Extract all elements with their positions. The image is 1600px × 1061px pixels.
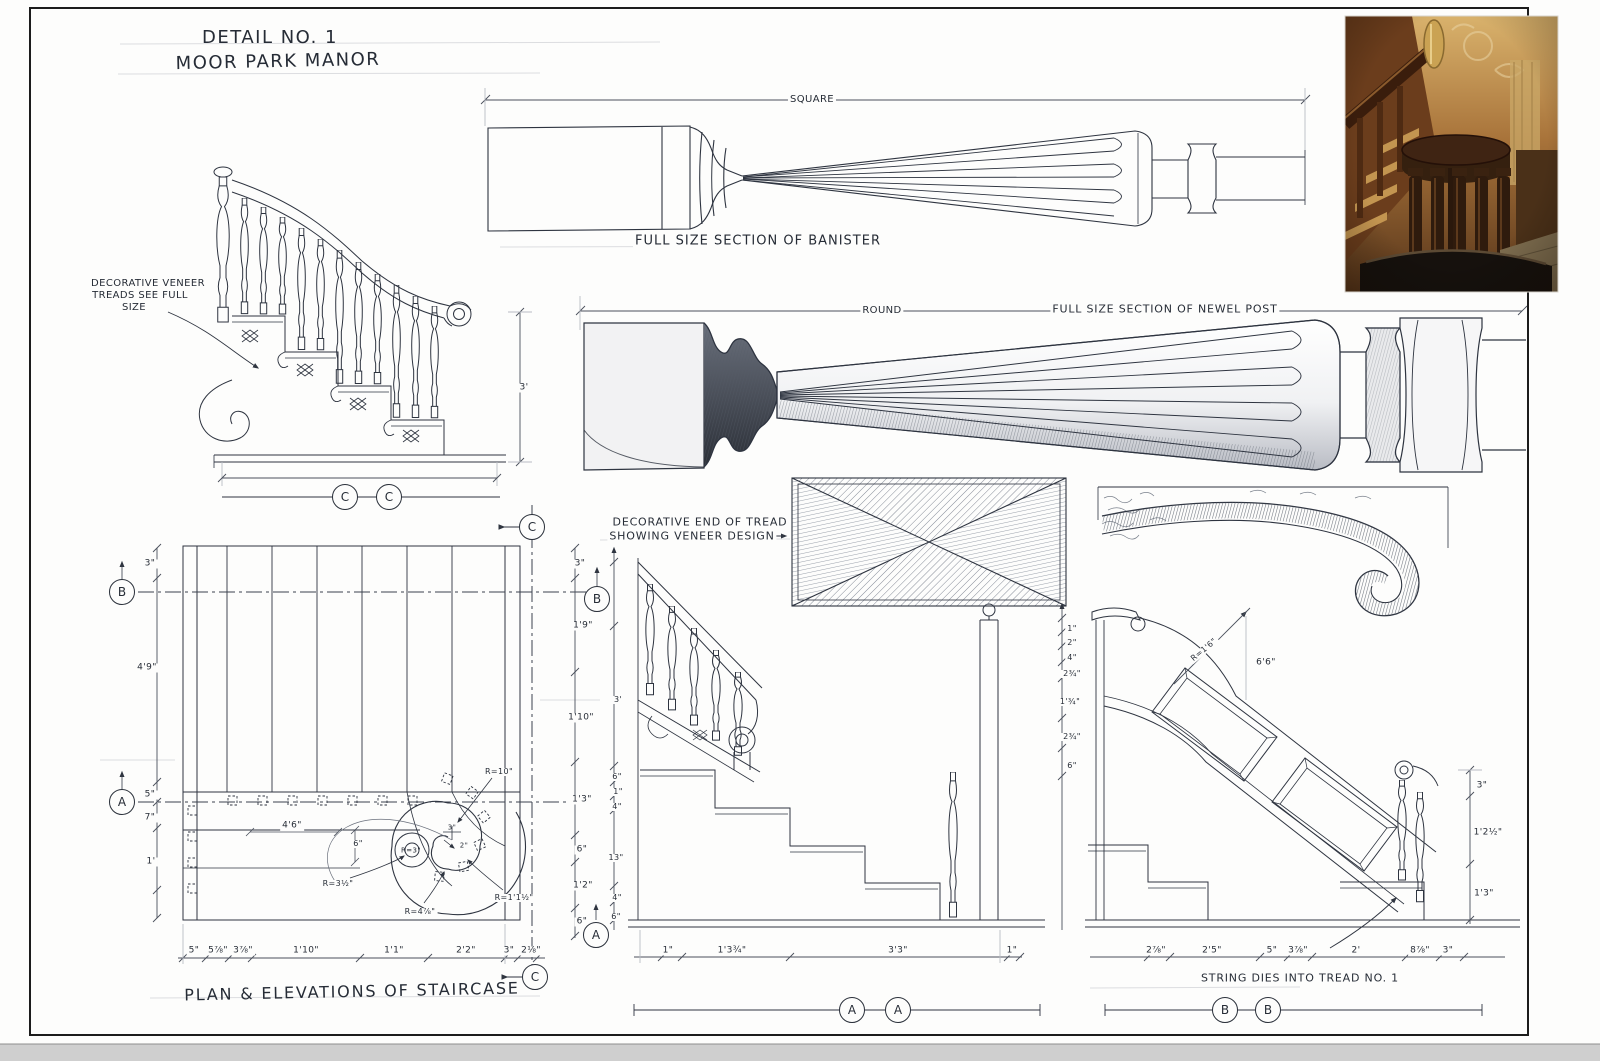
sheet-border (29, 7, 1529, 1036)
right-elev-dim: 3" (1440, 945, 1456, 956)
banister-dim-square: SQUARE (787, 94, 837, 105)
sheet-title-line1: DETAIL NO. 1 (201, 27, 339, 48)
plan-radius: R=3" (400, 846, 422, 855)
plan-dim: 3" (447, 823, 457, 832)
mid-elev-dim: 1'3¾" (715, 945, 749, 956)
section-marker-b: B (1212, 997, 1238, 1023)
mid-elev-dim: 4" (610, 802, 624, 811)
tread-note-line1: DECORATIVE END OF TREAD (610, 515, 790, 529)
left-elevation-drawing (167, 166, 532, 498)
section-marker-a: A (109, 789, 135, 815)
section-marker-b: B (109, 579, 135, 605)
right-elev-dim: 2" (1065, 638, 1079, 647)
section-marker-c: C (519, 514, 545, 540)
plan-dim: 1' (144, 856, 158, 867)
plan-radius: R=3½" (320, 879, 356, 888)
section-marker-c: C (332, 484, 358, 510)
plan-dim: 4'6" (280, 820, 304, 831)
tread-veneer-detail (768, 477, 1067, 607)
plan-radius: R=10" (482, 767, 516, 776)
right-elev-dim: 2'5" (1200, 945, 1224, 956)
mid-elev-dim: 1" (1004, 945, 1020, 956)
veneer-note-line2: TREADS SEE FULL (92, 290, 188, 301)
section-marker-b: B (584, 586, 610, 612)
plan-dim: 3" (501, 945, 517, 956)
plan-dim: 1'9" (571, 620, 595, 631)
plan-radius: R=4⅞" (402, 907, 438, 916)
photo-frame (1344, 15, 1559, 293)
mid-elev-dim: 1" (611, 787, 625, 796)
plan-dim: 4'9" (135, 662, 159, 673)
plan-dim: 1'3" (570, 794, 594, 805)
plan-dim: 7" (142, 812, 158, 823)
right-elev-dim: 3⅞" (1286, 945, 1310, 956)
right-elev-height: 6'6" (1254, 657, 1278, 668)
right-elev-dim: 1'¾" (1057, 697, 1083, 706)
mid-elev-dim: 6" (609, 912, 623, 921)
newel-section-drawing (575, 296, 1528, 473)
right-elev-dim: 8⅞" (1408, 945, 1432, 956)
plan-dim: 2⅛" (519, 945, 543, 956)
right-elev-dim: 1'3" (1472, 888, 1496, 899)
scroll-tread-end-detail (1097, 486, 1449, 617)
section-marker-b: B (1255, 997, 1281, 1023)
right-elev-dim: 3" (1474, 780, 1490, 791)
plan-dim: 3" (572, 558, 588, 569)
plan-dim: 5" (142, 789, 158, 800)
scan-edge-strip (0, 1044, 1600, 1061)
section-marker-a: A (885, 997, 911, 1023)
newel-dim-round: ROUND (860, 305, 904, 316)
middle-elevation-drawing (609, 546, 1045, 1016)
newel-caption: FULL SIZE SECTION OF NEWEL POST (1050, 302, 1280, 316)
plan-dim: 5⅞" (206, 945, 230, 956)
plan-dim: 6" (574, 916, 590, 927)
right-elev-note: STRING DIES INTO TREAD NO. 1 (1199, 971, 1401, 985)
plan-dim: 1'10" (566, 712, 596, 723)
right-elev-dim: 1" (1065, 624, 1079, 633)
section-marker-a: A (839, 997, 865, 1023)
right-elev-dim: 2' (1349, 945, 1363, 956)
plan-dim: 6" (574, 844, 590, 855)
mid-elev-dim: 3'3" (886, 945, 910, 956)
veneer-note-line3: SIZE (121, 302, 147, 313)
right-elev-dim: 2¾" (1061, 732, 1083, 741)
mid-elev-dim: 4" (610, 893, 624, 902)
right-elevation-drawing (1057, 602, 1520, 1016)
mid-elev-dim: 3' (611, 695, 625, 704)
plan-dim: 1'2" (571, 880, 595, 891)
right-elev-dim: 5" (1264, 945, 1280, 956)
plan-drawing (119, 505, 600, 980)
section-marker-c: C (376, 484, 402, 510)
section-marker-a: A (583, 922, 609, 948)
photo-newel-post (1345, 16, 1558, 292)
plan-dim: 6" (351, 839, 365, 848)
mid-elev-dim: 1" (660, 945, 676, 956)
right-elev-dim: 6" (1065, 761, 1079, 770)
plan-dim: 5" (186, 945, 202, 956)
banister-caption: FULL SIZE SECTION OF BANISTER (632, 233, 884, 249)
right-elev-dim: 1'2½" (1471, 827, 1505, 838)
plan-dim: 2" (459, 841, 469, 850)
plan-dim: 1'10" (291, 945, 321, 956)
right-elev-dim: 4" (1065, 653, 1079, 662)
sheet-title-line2: MOOR PARK MANOR (175, 48, 381, 75)
plan-dim: 3" (142, 558, 158, 569)
right-elev-dim: 2¾" (1061, 669, 1083, 678)
banister-section-drawing (480, 88, 1311, 232)
left-elev-dim-3ft: 3' (517, 382, 531, 393)
mid-elev-dim: 13" (606, 853, 626, 862)
veneer-note-line1: DECORATIVE VENEER (91, 278, 205, 289)
section-marker-c: C (522, 964, 548, 990)
right-elev-dim: 2⅞" (1144, 945, 1168, 956)
plan-dim: 1'1" (382, 945, 406, 956)
tread-note-line2: SHOWING VENEER DESIGN (607, 529, 777, 543)
plan-dim: 3⅞" (231, 945, 255, 956)
plan-radius: R=1'1½" (492, 893, 536, 902)
plan-dim: 2'2" (454, 945, 478, 956)
mid-elev-dim: 6" (610, 772, 624, 781)
